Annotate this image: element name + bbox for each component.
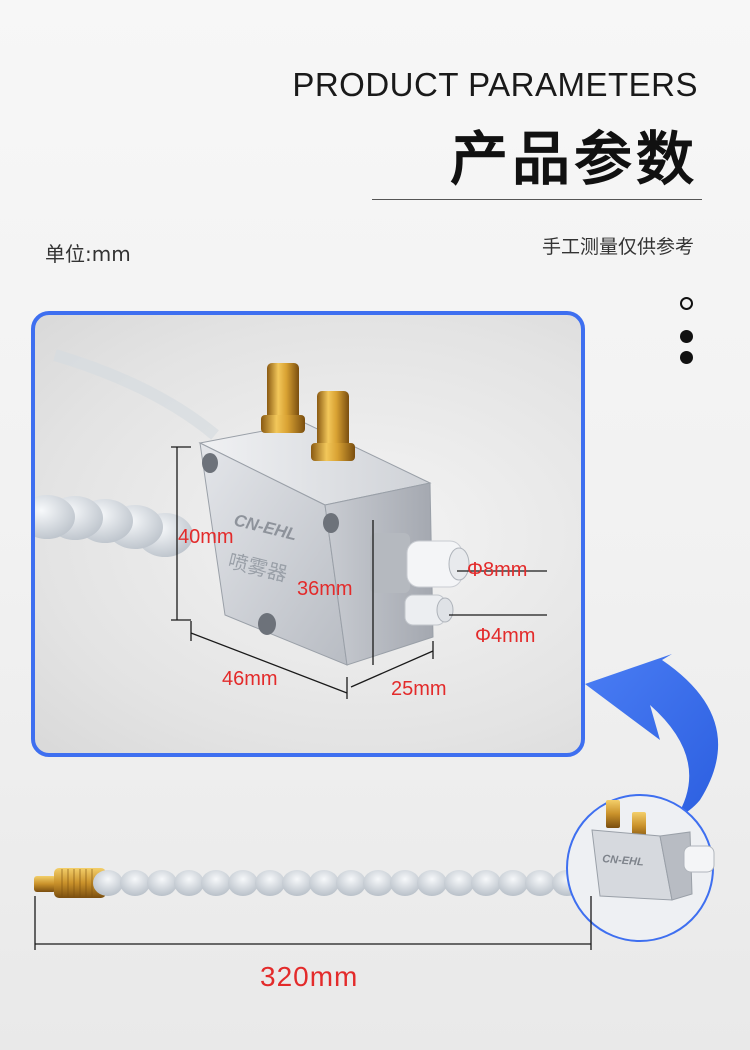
- hose-segment: [498, 870, 528, 896]
- hose-segment: [417, 870, 447, 896]
- hose-segment: [120, 870, 150, 896]
- title-divider: [372, 199, 702, 200]
- hose-segment: [309, 870, 339, 896]
- title-chinese: 产品参数: [449, 125, 698, 193]
- spray-valve-closeup: CN-EHL 喷雾器: [35, 349, 547, 699]
- flexible-hose-full: [93, 870, 582, 896]
- closeup-photo-panel: CN-EHL 喷雾器: [31, 311, 585, 757]
- dimension-inner-height-label: 36mm: [297, 578, 353, 600]
- hose-segment: [174, 870, 204, 896]
- hose-segment: [255, 870, 285, 896]
- dimension-width-label: 25mm: [391, 678, 447, 700]
- dimension-total-length-label: 320mm: [260, 961, 359, 992]
- flexible-hose: [35, 349, 219, 557]
- hose-segment: [471, 870, 501, 896]
- hose-segment: [147, 870, 177, 896]
- hose-segment: [228, 870, 258, 896]
- circle-filled-icon: [680, 351, 693, 364]
- brass-knob: [261, 363, 305, 433]
- dimension-port-small-label: Φ4mm: [475, 625, 536, 647]
- curved-arrow-icon: [585, 654, 719, 818]
- circle-outline-icon: [680, 297, 693, 310]
- dimension-length-label: 46mm: [222, 668, 278, 690]
- dimension-lines: [171, 446, 547, 699]
- measurement-note: 手工测量仅供参考: [541, 236, 694, 258]
- air-fitting: [370, 533, 470, 593]
- hose-segment: [525, 870, 555, 896]
- hose-segment: [336, 870, 366, 896]
- valve-body-small: CN-EHL: [591, 800, 715, 901]
- dimension-port-large-label: Φ8mm: [467, 559, 528, 581]
- circle-filled-icon: [680, 330, 693, 343]
- hose-segment: [363, 870, 393, 896]
- hose-segment: [282, 870, 312, 896]
- hose-segment: [390, 870, 420, 896]
- nozzle-fitting: [404, 594, 454, 626]
- title-english: PRODUCT PARAMETERS: [292, 66, 698, 103]
- total-length-dimension: [34, 896, 592, 950]
- dimension-height-label: 40mm: [178, 526, 234, 548]
- brand-marking-small: CN-EHL: [602, 853, 645, 869]
- hose-segment: [201, 870, 231, 896]
- hose-segment: [93, 870, 123, 896]
- unit-label: 单位:mm: [45, 242, 131, 266]
- brass-knob: [311, 391, 355, 461]
- hose-segment: [444, 870, 474, 896]
- brass-nozzle: [34, 868, 106, 898]
